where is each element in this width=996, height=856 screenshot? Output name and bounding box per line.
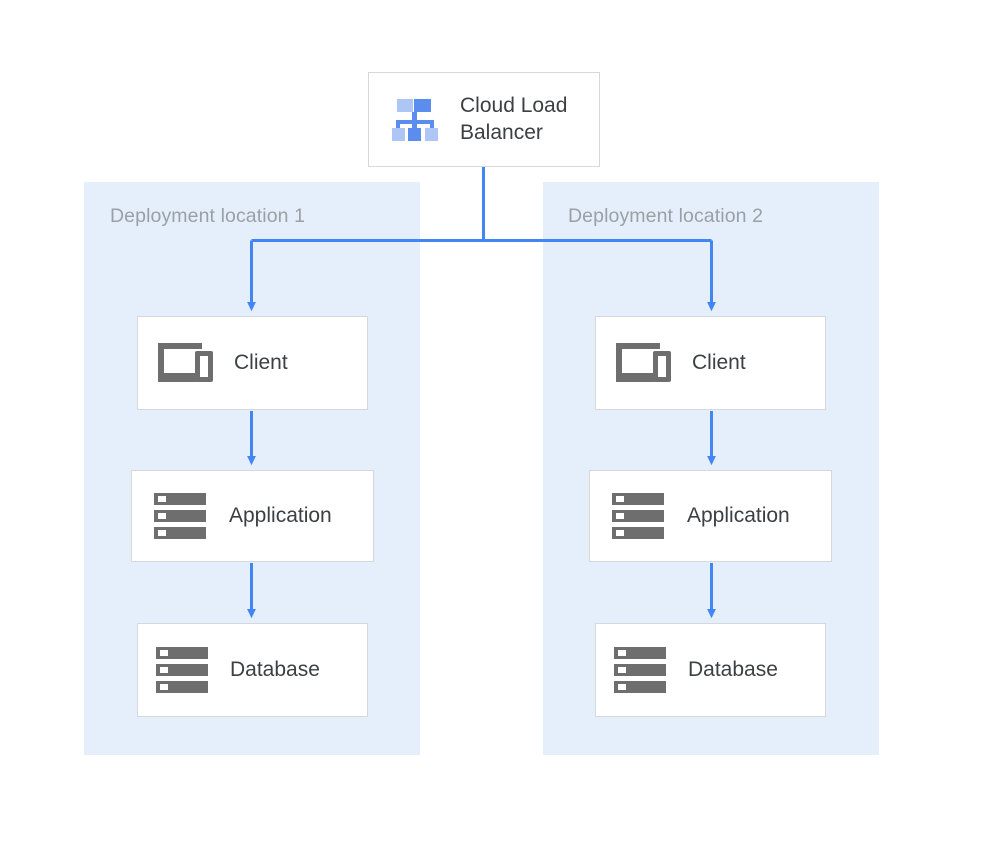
node-label: Application [229, 503, 332, 527]
node-client-location-1[interactable]: Client [137, 316, 368, 410]
cloud-load-balancer-icon [392, 98, 438, 141]
node-cloud-load-balancer[interactable]: Cloud Load Balancer [368, 72, 600, 167]
deployment-location-1-label: Deployment location 1 [110, 205, 306, 227]
node-label: Database [230, 657, 320, 681]
node-label: Client [234, 350, 288, 374]
deployment-location-2-label: Deployment location 2 [568, 205, 764, 227]
node-application-location-2[interactable]: Application [589, 470, 832, 562]
node-database-location-2[interactable]: Database [595, 623, 826, 717]
node-label: Database [688, 657, 778, 681]
node-client-location-2[interactable]: Client [595, 316, 826, 410]
server-stack-icon [614, 647, 666, 693]
client-devices-icon [158, 343, 213, 382]
client-devices-icon [616, 343, 671, 382]
server-stack-icon [612, 493, 664, 539]
node-label: Application [687, 503, 790, 527]
server-stack-icon [154, 493, 206, 539]
node-database-location-1[interactable]: Database [137, 623, 368, 717]
node-label: Client [692, 350, 746, 374]
node-application-location-1[interactable]: Application [131, 470, 374, 562]
node-label: Cloud Load Balancer [460, 93, 568, 144]
server-stack-icon [156, 647, 208, 693]
